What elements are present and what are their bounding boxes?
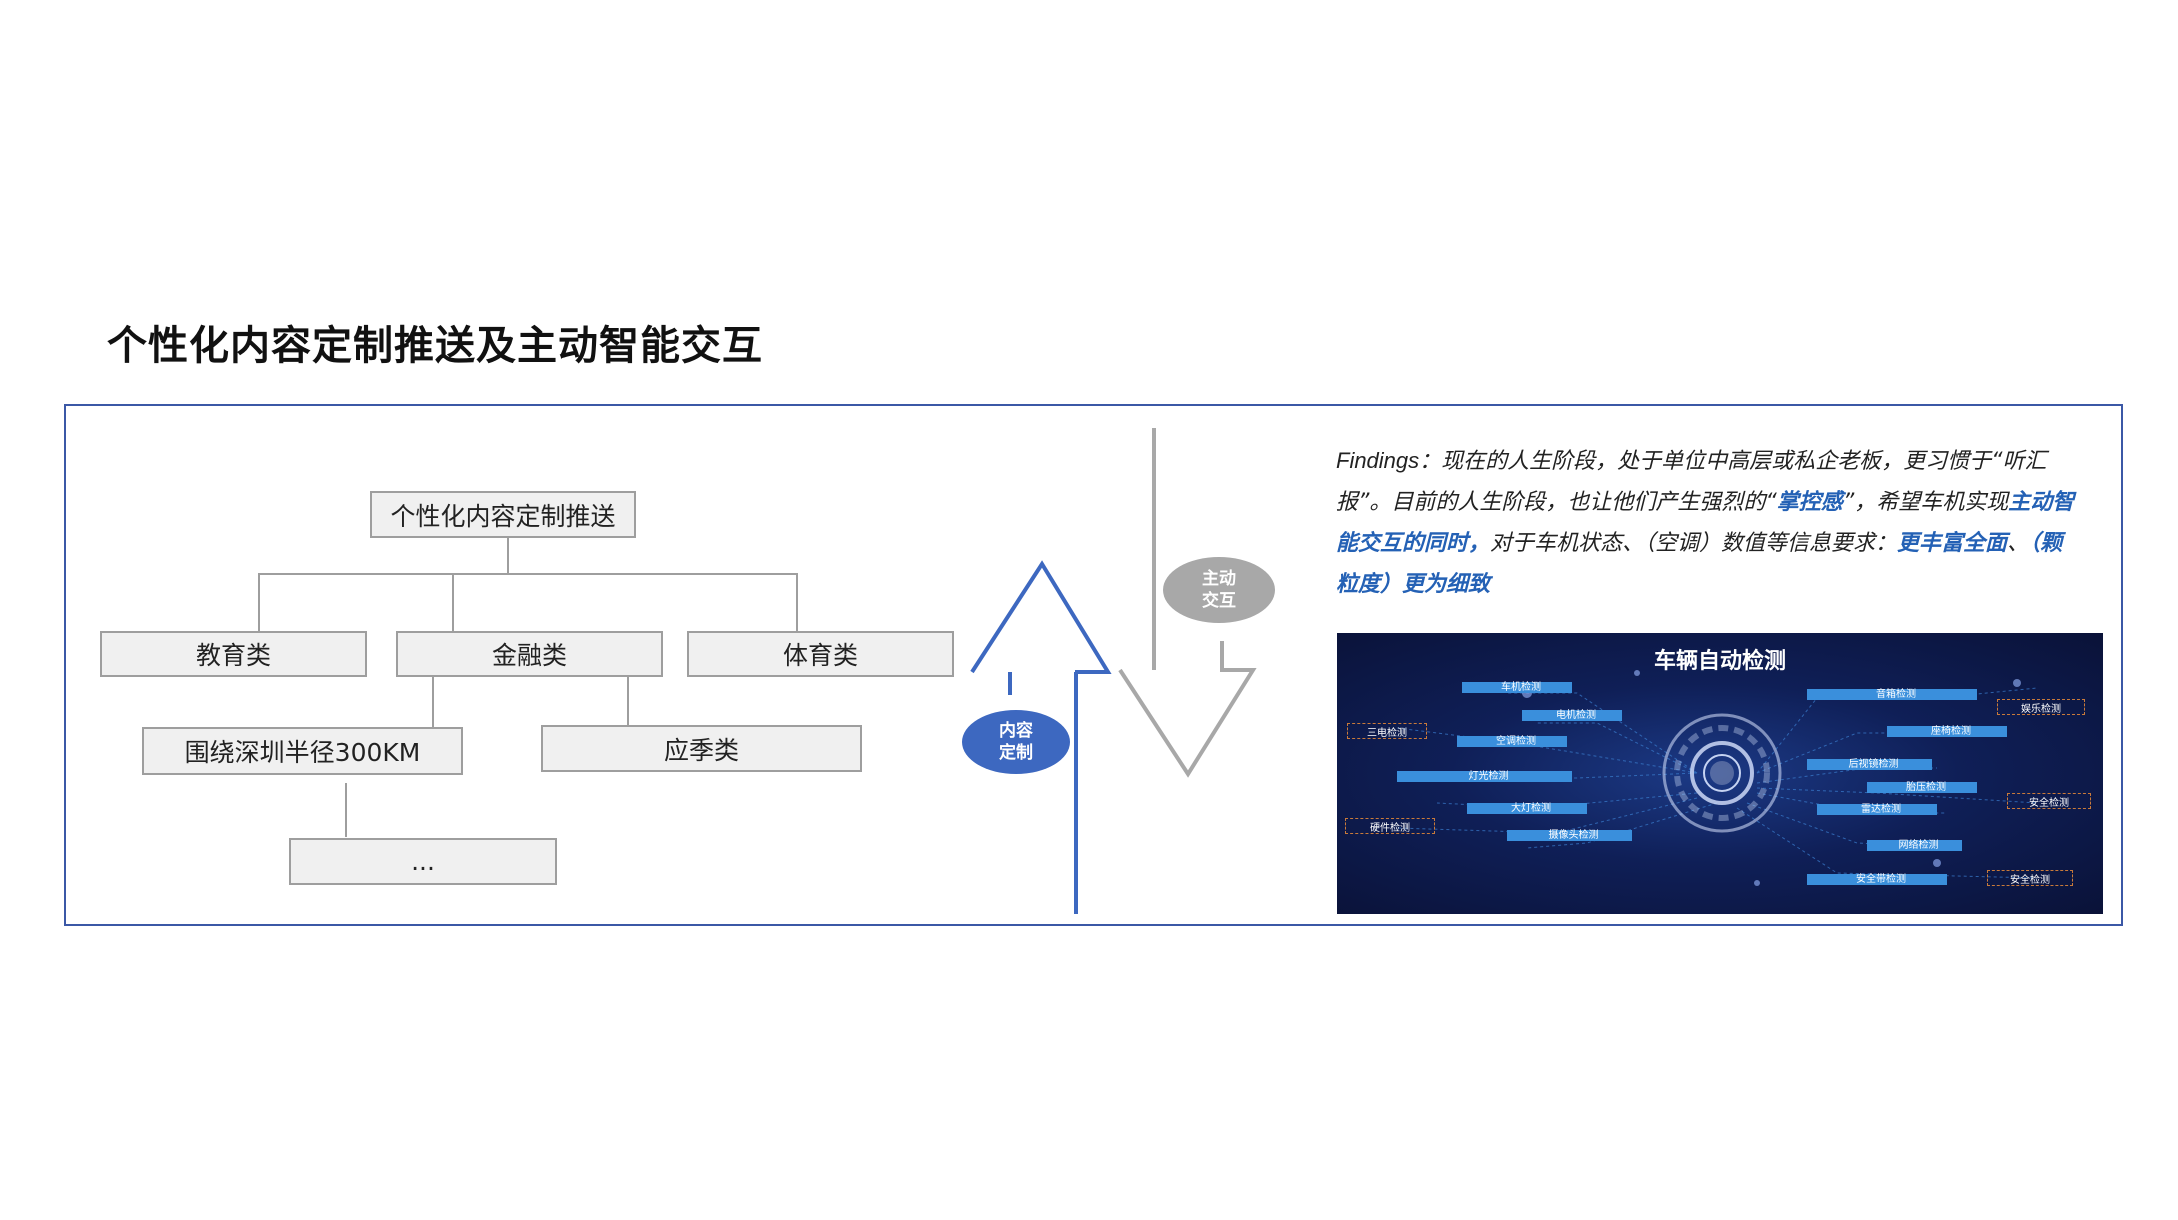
tree-node-finance: 金融类 (396, 631, 663, 677)
connector (432, 677, 434, 727)
connector (452, 573, 454, 631)
detect-label: 摄像头检测 (1507, 830, 1632, 841)
findings-text-1: 现在的人生阶段，处于单位中高层或私企老板，更习惯于“听汇报”。目前的人生阶段，也… (1336, 449, 2047, 515)
detect-label: 空调检测 (1457, 736, 1567, 747)
detect-label: 座椅检测 (1887, 726, 2007, 737)
findings-highlight-granularity: （颗粒度）更为细致 (1336, 531, 2063, 597)
tree-node-sports: 体育类 (687, 631, 954, 677)
findings-highlight-interaction: 主动智能交互的同时， (1336, 490, 2075, 556)
tree-node-seasonal: 应季类 (541, 725, 862, 772)
connector (507, 538, 509, 574)
connector (258, 573, 260, 631)
findings-lead: Findings： (1336, 448, 1442, 473)
findings-text-4: 、 (2007, 531, 2030, 556)
vehicle-detection-image: 车辆自动检测 车机检测 电机检测 空调检测 三电检测 灯光检测 大灯检测 硬件检… (1337, 633, 2103, 914)
down-arrow-icon (1118, 428, 1257, 778)
proactive-interaction-label: 主动 交互 (1202, 569, 1236, 611)
findings-text-2: ”，希望车机实现 (1842, 490, 2009, 515)
tree-node-more: ... (289, 838, 557, 885)
detect-label: 硬件检测 (1345, 818, 1435, 834)
content-customization-label: 内容 定制 (999, 721, 1033, 763)
connector (796, 573, 798, 631)
content-frame (64, 404, 2123, 926)
detect-label: 后视镜检测 (1807, 759, 1932, 770)
detect-label: 灯光检测 (1397, 771, 1572, 782)
detect-label: 安全检测 (2007, 793, 2091, 809)
up-arrow-icon (970, 560, 1112, 914)
detect-label: 网络检测 (1867, 840, 1962, 851)
tree-node-radius: 围绕深圳半径300KM (142, 727, 463, 775)
findings-text-3: 对于车机状态、（空调）数值等信息要求： (1490, 531, 1898, 556)
detect-label: 胎压检测 (1867, 782, 1977, 793)
page-title: 个性化内容定制推送及主动智能交互 (107, 323, 763, 369)
detect-label: 安全带检测 (1807, 874, 1947, 885)
detect-label: 车机检测 (1462, 682, 1572, 693)
connector (258, 573, 798, 575)
connector (627, 677, 629, 725)
findings-highlight-control: 掌控感 (1776, 490, 1843, 515)
proactive-interaction-badge: 主动 交互 (1163, 557, 1275, 623)
findings-text: Findings：现在的人生阶段，处于单位中高层或私企老板，更习惯于“听汇报”。… (1336, 440, 2076, 605)
detect-label: 娱乐检测 (1997, 699, 2085, 715)
detect-label: 音箱检测 (1807, 689, 1977, 700)
connector (345, 783, 347, 837)
tree-node-education: 教育类 (100, 631, 367, 677)
content-customization-badge: 内容 定制 (962, 710, 1070, 774)
detect-label: 雷达检测 (1817, 804, 1937, 815)
detect-label: 安全检测 (1987, 870, 2073, 886)
findings-highlight-rich: 更丰富全面 (1897, 531, 2008, 556)
detect-label: 大灯检测 (1467, 803, 1587, 814)
tree-root: 个性化内容定制推送 (370, 491, 636, 538)
panel-title: 车辆自动检测 (1653, 649, 1786, 674)
detect-label: 三电检测 (1347, 723, 1427, 739)
detect-label: 电机检测 (1522, 710, 1622, 721)
